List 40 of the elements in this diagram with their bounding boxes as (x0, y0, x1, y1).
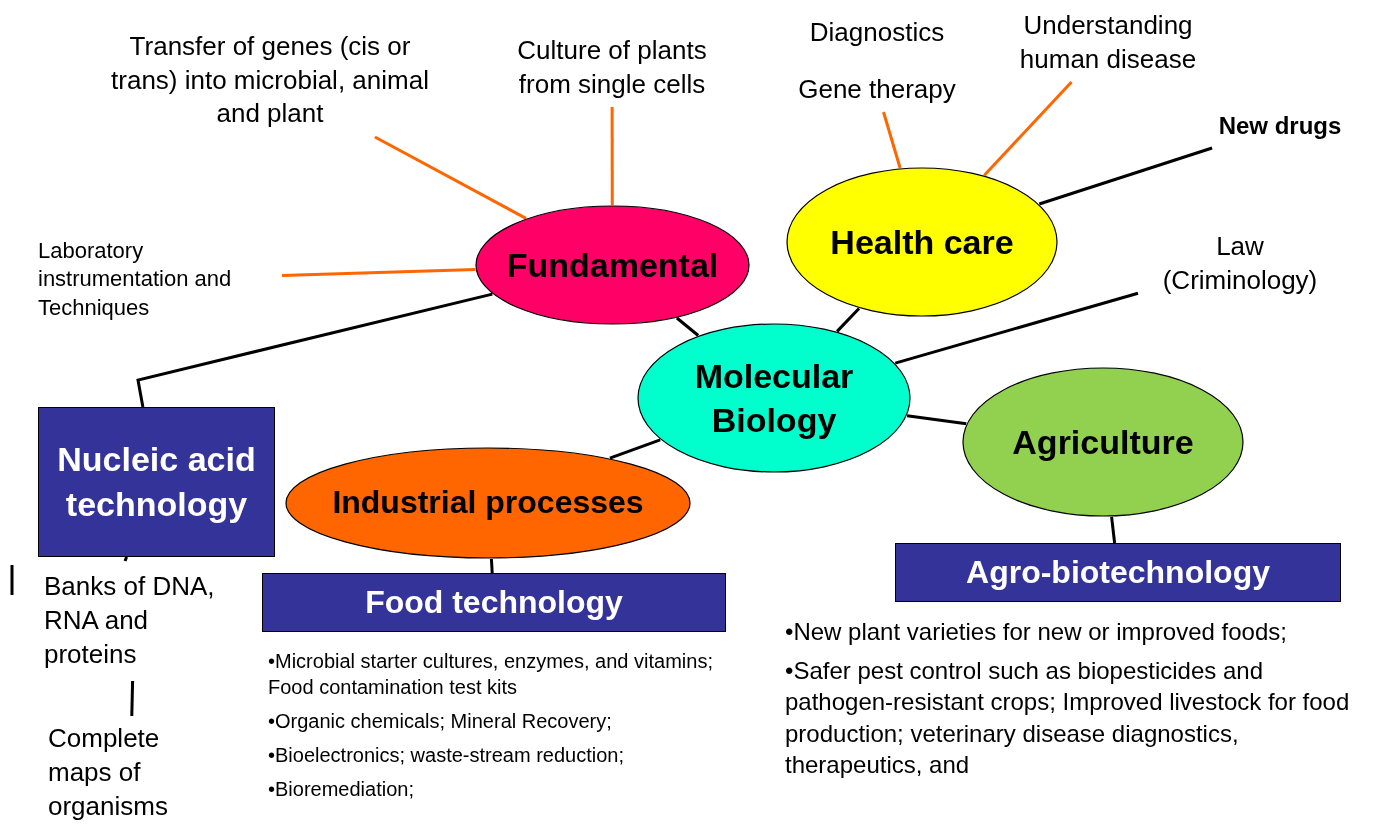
topic-ellipse: Industrial processes (285, 447, 691, 559)
topic-ellipse: Molecular Biology (637, 323, 911, 473)
topic-label: Diagnostics (808, 16, 946, 49)
connector-line (1038, 146, 1213, 206)
topic-ellipse: Agriculture (962, 367, 1244, 517)
bullet-point: •Bioremediation; (268, 777, 415, 802)
bullet-point: •Microbial starter cultures, enzymes, and vitamins; Food contamination test kits (268, 649, 714, 700)
connector-line (1110, 516, 1117, 544)
topic-label: Understanding human disease (998, 8, 1218, 78)
connector-line (130, 680, 135, 717)
topic-label: Culture of plants from single cells (498, 33, 726, 103)
connector-line (675, 316, 700, 337)
connector-line (836, 307, 861, 333)
connector-line (983, 80, 1073, 177)
connector-line (123, 556, 128, 563)
topic-label: Laboratory instrumentation and Techniques (38, 232, 278, 327)
connector-line (894, 291, 1139, 365)
bullet-point: •Bioelectronics; waste-stream reduction; (268, 743, 626, 768)
topic-ellipse: Fundamental (475, 205, 750, 325)
topic-label: New drugs (1196, 108, 1364, 144)
connector-line (609, 438, 661, 460)
connector-line (281, 267, 476, 277)
topic-label: Gene therapy (781, 72, 973, 108)
topic-label: Complete maps of organisms (48, 720, 213, 826)
bullet-point: •Safer pest control such as biopesticides and pathogen-resistant crops; Improved livestock for food production; veterinary disease diagnostics, therapeutics, and (785, 656, 1351, 780)
connector-line (489, 558, 494, 574)
topic-ellipse: Health care (786, 167, 1058, 317)
topic-label: Banks of DNA, RNA and proteins (44, 565, 224, 677)
bullet-point: •Organic chemicals; Mineral Recovery; (268, 709, 613, 734)
topic-label: Transfer of genes (cis or trans) into microbial, animal and plant (105, 28, 435, 133)
connector-line (906, 414, 967, 426)
connector-line (136, 292, 493, 408)
connector-line (610, 107, 614, 205)
connector-line (374, 135, 527, 220)
topic-label: Law (Criminology) (1142, 228, 1338, 300)
topic-banner: Food technology (262, 573, 726, 632)
bullet-point: •New plant varieties for new or improved foods; (785, 617, 1288, 647)
topic-banner: Nucleic acid technology (38, 407, 275, 557)
connector-line (882, 111, 902, 169)
topic-banner: Agro-biotechnology (895, 543, 1341, 602)
